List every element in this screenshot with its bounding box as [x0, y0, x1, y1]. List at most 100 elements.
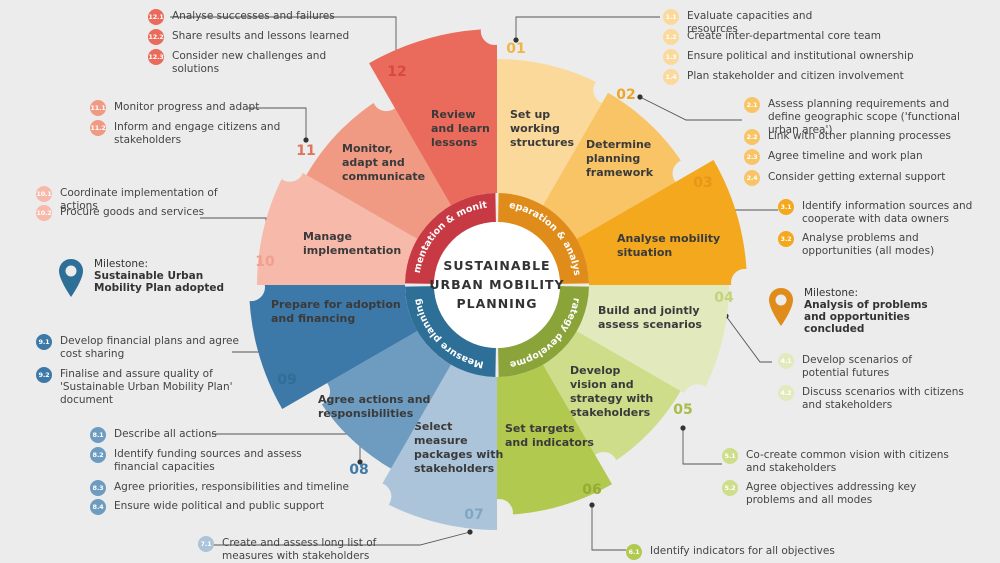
activity-code-badge: 8.4: [90, 499, 106, 515]
activity-text: Discuss scenarios with citizens and stak…: [802, 386, 964, 411]
leader-line: [725, 315, 772, 363]
milestone-analysis-concluded: Milestone: Analysis of problems and oppo…: [768, 287, 949, 335]
activity-text: Identify information sources and coopera…: [802, 200, 973, 225]
activity-code-badge: 4.2: [778, 385, 794, 401]
step-number: 08: [349, 462, 368, 478]
activity-text: Agree objectives addressing key problems…: [746, 481, 917, 506]
map-pin-icon: [58, 258, 84, 301]
step-segment-03: [576, 160, 747, 285]
step-label-line: strategy with: [570, 392, 653, 405]
step-number: 10: [255, 254, 275, 270]
activity-code-badge: 11.2: [90, 120, 106, 136]
activity-code-badge: 1.1: [663, 9, 679, 25]
center-circle: [434, 222, 560, 348]
step-label-line: Analyse mobility: [617, 232, 720, 245]
activity-code-badge: 6.1: [626, 544, 642, 560]
activity-code-badge: 1.3: [663, 49, 679, 65]
step-segments: Set upworkingstructures01Determineplanni…: [237, 17, 759, 530]
activity-text: Ensure political and institutional owner…: [687, 50, 914, 62]
step-label-line: situation: [617, 246, 672, 259]
step-label-line: responsibilities: [318, 407, 414, 420]
step-label-line: Agree actions and: [318, 393, 430, 406]
leader-dot: [357, 459, 363, 465]
activity-text: Ensure wide political and public support: [114, 500, 325, 512]
activity-text: Identify indicators for all objectives: [650, 545, 835, 557]
activity-text: Analyse successes and failures: [172, 10, 335, 22]
milestone-title: Analysis of problems and opportunities c…: [804, 299, 928, 335]
segment-notch: [363, 482, 392, 511]
step-label-line: lessons: [431, 136, 478, 149]
activity-text: Plan stakeholder and citizen involvement: [687, 70, 904, 82]
step-segment-04: [576, 285, 729, 401]
step-label-line: stakeholders: [414, 462, 495, 475]
segment-notch: [275, 153, 304, 182]
step-number: 06: [582, 482, 601, 498]
activity-code-badge: 2.3: [744, 149, 760, 165]
activity-code-badge: 1.4: [663, 69, 679, 85]
step-label-line: and financing: [271, 312, 355, 325]
step-number: 12: [387, 64, 406, 80]
activity-code-badge: 3.2: [778, 231, 794, 247]
activity-item: 8.4 Ensure wide political and public supp…: [90, 499, 350, 515]
activity-item: 1.3 Ensure political and institutional ow…: [663, 49, 923, 65]
leader-line: [198, 531, 471, 546]
activity-text: Consider new challenges and solutions: [172, 50, 327, 75]
activity-text: Share results and lessons learned: [172, 30, 350, 42]
step-label-line: Develop: [570, 364, 621, 377]
step-label-line: structures: [510, 136, 575, 149]
leader-line: [170, 16, 397, 64]
leader-line: [639, 96, 742, 121]
step-label-line: packages with: [414, 448, 503, 461]
step-label-line: stakeholders: [570, 406, 651, 419]
activity-code-badge: 8.2: [90, 447, 106, 463]
milestone-label: Milestone:: [94, 258, 149, 270]
center-title-line-1: SUSTAINABLE: [443, 258, 550, 273]
activity-text: Coordinate implementation of actions: [60, 187, 218, 212]
milestone-plan-adopted: Milestone: Sustainable Urban Mobility Pl…: [58, 258, 244, 301]
step-segment-02: [543, 92, 690, 239]
activity-code-badge: 2.4: [744, 170, 760, 186]
step-label-line: framework: [586, 166, 654, 179]
step-number: 09: [277, 372, 296, 388]
phase-ring-segment: [405, 286, 496, 377]
activity-item: 2.3 Agree timeline and work plan: [744, 149, 969, 165]
step-label-line: and learn: [431, 122, 490, 135]
activity-code-badge: 1.2: [663, 29, 679, 45]
leader-line: [591, 505, 626, 551]
step-number: 04: [714, 290, 734, 306]
step-number: 03: [693, 175, 712, 191]
activity-code-badge: 7.1: [198, 536, 214, 552]
activity-code-badge: 2.2: [744, 129, 760, 145]
milestone-title: Sustainable Urban Mobility Plan adopted: [94, 270, 224, 294]
activity-text: Describe all actions: [114, 428, 217, 440]
activity-code-badge: 3.1: [778, 199, 794, 215]
leader-dot: [513, 37, 519, 43]
phase-ring-segment: [405, 193, 496, 284]
activity-text: Agree timeline and work plan: [768, 150, 923, 162]
step-label-line: Build and jointly: [598, 304, 700, 317]
leader-dot: [467, 529, 473, 535]
step-segment-09: [249, 285, 418, 409]
activity-text: Assess planning requirements and define …: [768, 98, 960, 136]
activity-text: Develop scenarios of potential futures: [802, 354, 912, 379]
activity-code-badge: 4.1: [778, 353, 794, 369]
phase-ring-segment: [498, 193, 589, 284]
step-label-line: Set up: [510, 108, 550, 121]
activity-code-badge: 8.3: [90, 480, 106, 496]
step-label-line: Review: [431, 108, 476, 121]
activity-text: Monitor progress and adapt: [114, 101, 260, 113]
step-label-line: working: [510, 122, 560, 135]
activity-text: Consider getting external support: [768, 171, 946, 183]
center-title-line-3: PLANNING: [456, 296, 537, 311]
